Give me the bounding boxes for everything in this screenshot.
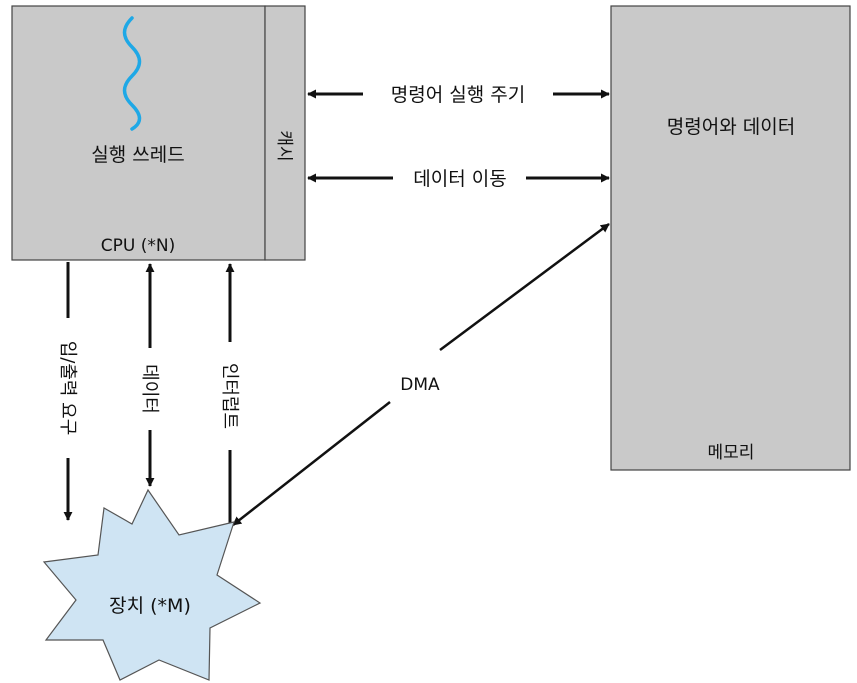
data-movement-arrow: 데이터 이동 (307, 168, 610, 190)
device-name-label: 장치 (*M) (109, 595, 191, 617)
data-movement-label: 데이터 이동 (413, 168, 506, 190)
thread-wave-icon (122, 16, 142, 131)
dma-arrow: DMA (232, 222, 610, 526)
memory-box: 명령어와 데이터 메모리 (610, 5, 851, 471)
interrupt-label: 인터럽트 (219, 363, 240, 429)
instruction-cycle-label: 명령어 실행 주기 (391, 84, 525, 106)
interrupt-arrow: 인터럽트 (219, 263, 240, 524)
memory-rect (610, 5, 851, 471)
data-arrow: 데이터 (139, 263, 160, 487)
memory-name-label: 메모리 (708, 443, 755, 463)
memory-content-label: 명령어와 데이터 (667, 116, 795, 138)
io-request-label: 입/출력 요구 (57, 341, 78, 436)
cpu-box: 실행 쓰레드 CPU (*N) 캐시 (11, 5, 306, 261)
cache-rect (264, 5, 306, 261)
cpu-name-label: CPU (*N) (101, 236, 175, 256)
data-label: 데이터 (139, 364, 160, 414)
device-star-shape (42, 488, 262, 681)
instruction-cycle-arrow: 명령어 실행 주기 (307, 84, 610, 106)
thread-label: 실행 쓰레드 (91, 144, 184, 166)
cache-label: 캐시 (274, 130, 294, 161)
io-request-arrow: 입/출력 요구 (57, 262, 78, 521)
cpu-main-rect (11, 5, 266, 261)
dma-label: DMA (400, 375, 440, 395)
device-star: 장치 (*M) (42, 488, 262, 681)
